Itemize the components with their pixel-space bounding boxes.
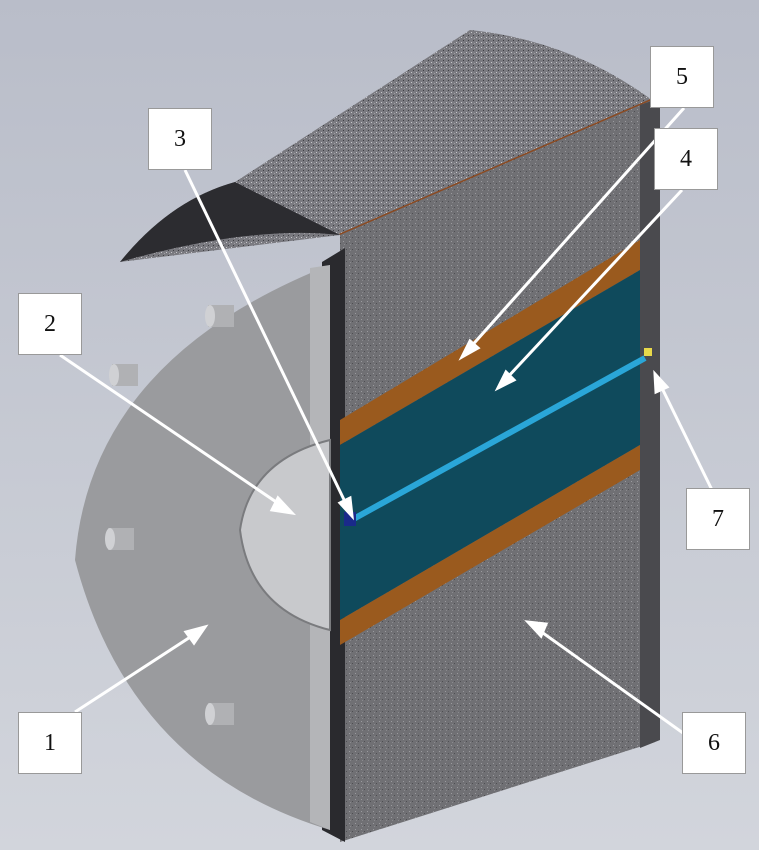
arrow-5 — [466, 107, 686, 351]
label-7: 7 — [686, 488, 750, 550]
arrowhead-5 — [458, 338, 481, 361]
arrowhead-2 — [269, 495, 297, 516]
bolt-icon — [105, 528, 134, 550]
bolt-icon — [205, 305, 234, 327]
arrow-6 — [535, 626, 691, 740]
inner-disc — [238, 438, 331, 632]
arrowhead-3 — [337, 495, 354, 521]
label-2: 2 — [18, 293, 82, 355]
pipe — [346, 355, 647, 525]
label-5: 5 — [650, 46, 714, 108]
bolt-icon — [205, 703, 234, 725]
copper-band-bottom — [340, 445, 640, 645]
arrow-7 — [657, 381, 714, 491]
leader-lines — [59, 107, 714, 740]
arrowhead-4 — [494, 369, 517, 392]
arrow-4 — [503, 188, 684, 382]
end-plate — [75, 265, 330, 830]
outer-shell-edge — [120, 182, 340, 262]
label-1: 1 — [18, 712, 82, 774]
arrowhead-1 — [183, 624, 209, 646]
label-3: 3 — [148, 108, 212, 170]
right-flange — [640, 98, 660, 748]
arrow-1 — [74, 630, 199, 714]
arrowhead-7 — [653, 369, 670, 395]
arrowhead-6 — [524, 620, 549, 639]
label-6: 6 — [682, 712, 746, 774]
copper-band-top — [340, 240, 640, 445]
arrow-2 — [59, 353, 286, 510]
bolt-icon — [109, 364, 138, 386]
pipe-end-right — [644, 348, 652, 356]
bolts — [105, 305, 234, 725]
label-4: 4 — [654, 128, 718, 190]
arrow-3 — [183, 169, 350, 509]
